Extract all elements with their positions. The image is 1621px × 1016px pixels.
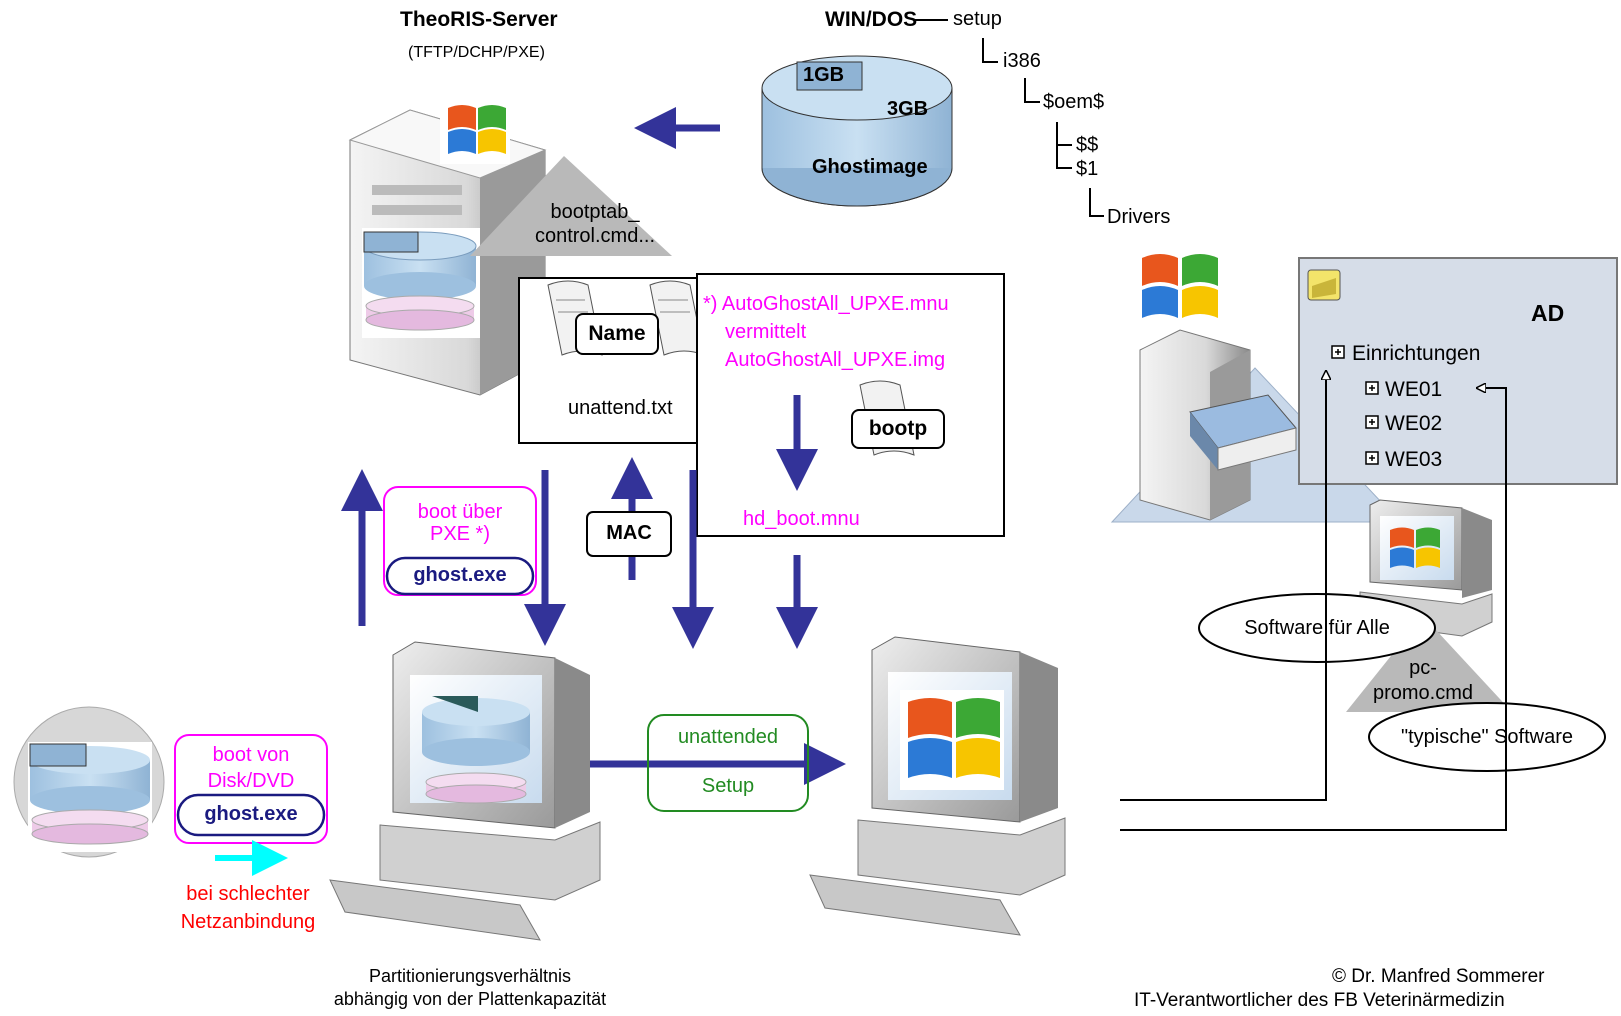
bootptab-label: bootptab_control.cmd... <box>534 201 656 247</box>
screen-disk-icon <box>422 696 530 804</box>
windows-logo-icon <box>1142 254 1218 318</box>
folder-icon <box>1307 269 1341 301</box>
pxe-menu-box <box>696 273 1005 537</box>
tree-oem: $oem$ <box>1043 91 1105 113</box>
name-label-box <box>575 313 659 355</box>
image-size-large: 3GB <box>887 98 929 120</box>
book-icon <box>1189 394 1297 471</box>
name-label: Name <box>588 322 646 345</box>
unattended-box <box>647 714 809 812</box>
unattended-label: unattended <box>677 726 779 748</box>
unattend-file-label: unattend.txt <box>568 397 673 419</box>
copyright-line2: IT-Verantwortlicher des FB Veterinärmedi… <box>1134 990 1505 1011</box>
folder-tree-lines <box>915 19 1104 217</box>
tree-d1: $1 <box>1076 158 1099 180</box>
image-size-small: 1GB <box>803 64 845 86</box>
ghostimage-disk-icon <box>761 55 953 207</box>
tree-setup: setup <box>953 8 1002 30</box>
local-disk-icon <box>13 706 165 858</box>
setup-label: Setup <box>701 775 755 797</box>
ghost-exe-pill-disk <box>176 793 326 837</box>
ad-item-we02: WE02 <box>1385 412 1443 435</box>
tree-drivers: Drivers <box>1107 206 1171 228</box>
windows-logo-icon <box>440 98 510 164</box>
ad-server-icon <box>1139 254 1297 521</box>
bootptab-triangle <box>470 156 672 256</box>
tree-root: WIN/DOS <box>825 8 918 31</box>
typical-software-label: "typische" Software <box>1400 726 1574 748</box>
typical-software-ellipse <box>1368 702 1606 772</box>
ghostimage-label: Ghostimage <box>812 156 928 178</box>
server-disk-icon <box>362 228 480 338</box>
tree-i386: i386 <box>1003 50 1041 72</box>
pxe-menu-text: *) AutoGhostAll_UPXE.mnu vermittelt Auto… <box>703 293 949 371</box>
client-computer-windows-icon <box>809 636 1066 936</box>
mac-label-box <box>586 511 672 557</box>
ad-panel <box>1298 257 1618 485</box>
ad-item-we01: WE01 <box>1385 378 1443 401</box>
software-all-label: Software für Alle <box>1244 617 1390 639</box>
windows-logo-icon <box>900 690 1004 790</box>
software-all-ellipse <box>1198 593 1436 663</box>
connector-typical-software <box>1120 388 1507 831</box>
ghost-exe-pxe: ghost.exe <box>413 564 507 586</box>
hd-boot-label: hd_boot.mnu <box>743 508 860 530</box>
tree-dd: $$ <box>1076 134 1099 156</box>
expand-icons <box>1331 345 1379 465</box>
copyright-line1: © Dr. Manfred Sommerer <box>1332 966 1545 987</box>
ad-root-item: Einrichtungen <box>1352 342 1481 365</box>
bootp-label: bootp <box>868 417 928 440</box>
mac-label: MAC <box>606 522 652 544</box>
ghost-exe-disk: ghost.exe <box>204 803 298 825</box>
ad-title: AD <box>1531 300 1565 326</box>
ad-item-we03: WE03 <box>1385 448 1443 471</box>
server-subtitle: (TFTP/DCHP/PXE) <box>408 44 545 61</box>
pc-promo-triangle <box>1346 616 1512 712</box>
server-title: TheoRIS-Server <box>400 8 558 31</box>
pc-promo-label: pc-promo.cmd <box>1372 657 1474 704</box>
ghost-exe-pill-pxe <box>385 556 535 596</box>
client-computer-ghost-icon <box>329 641 601 941</box>
bootp-label-box <box>851 409 945 449</box>
connector-software-all <box>1120 372 1326 801</box>
